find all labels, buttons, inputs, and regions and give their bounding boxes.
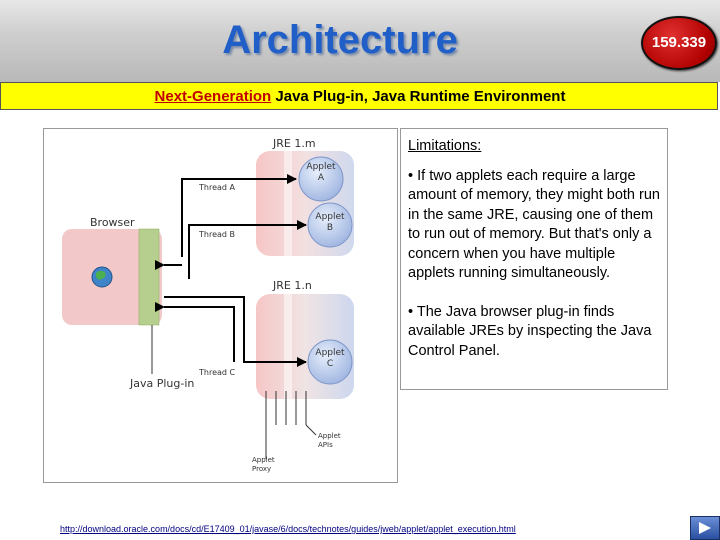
subtitle-highlight: Next-Generation: [154, 88, 272, 105]
source-link[interactable]: http://download.oracle.com/docs/cd/E1740…: [60, 524, 516, 534]
applet-c-line1: Applet: [315, 348, 345, 358]
jre-top-stripe: [284, 151, 292, 256]
jre-top-label: JRE 1.m: [272, 137, 316, 150]
applet-b-icon: [307, 202, 353, 248]
applet-proxy-line1: Applet: [252, 456, 275, 464]
next-slide-button[interactable]: [690, 516, 720, 540]
applet-b-line1: Applet: [315, 212, 345, 222]
slide-number: 159.339: [651, 34, 707, 51]
thread-b-arrow: [188, 220, 307, 279]
thread-b-label: Thread B: [198, 230, 235, 239]
architecture-diagram: JRE 1.m Applet A Applet B JRE 1.n Applet…: [43, 128, 398, 483]
thread-a-label: Thread A: [198, 183, 236, 192]
applet-apis-line1: Applet: [318, 432, 341, 440]
globe-land: [96, 270, 106, 280]
applet-c-line2: C: [327, 359, 333, 369]
applet-proxy-line2: Proxy: [252, 465, 271, 473]
plugin-strip: [138, 228, 160, 326]
limitations-bullet: • If two applets each require a large am…: [408, 167, 660, 282]
subtitle: Next-Generation Java Plug-in, Java Runti…: [0, 88, 720, 105]
jre-bottom-stripe: [284, 294, 292, 399]
browser-label: Browser: [90, 216, 135, 229]
page-title: Architecture: [222, 18, 458, 62]
thread-a-arrow: [181, 174, 297, 257]
applet-apis-line2: APIs: [318, 441, 333, 449]
header-banner: [0, 0, 720, 82]
limitations-heading: Limitations:: [408, 138, 482, 154]
thread-c-return: [155, 302, 235, 362]
applet-a-line2: A: [318, 173, 325, 183]
applet-a-icon: [298, 156, 344, 202]
apis-line-5: [305, 424, 317, 436]
thread-c-arrow: [164, 296, 307, 367]
subtitle-rest: Java Plug-in, Java Runtime Environment: [271, 88, 566, 105]
applet-a-line1: Applet: [306, 162, 336, 172]
next-arrow-icon: [699, 522, 711, 534]
limitations-panel: Limitations: • If two applets each requi…: [400, 128, 668, 390]
applet-c-icon: [307, 339, 353, 385]
limitations-bullet: • The Java browser plug-in finds availab…: [408, 303, 652, 359]
applet-b-line2: B: [327, 223, 333, 233]
plugin-label: Java Plug-in: [129, 377, 194, 390]
subtitle-bar: [0, 82, 718, 110]
diagram-svg: JRE 1.m Applet A Applet B JRE 1.n Applet…: [62, 137, 354, 473]
thread-c-label: Thread C: [198, 368, 236, 377]
slide-number-badge: 159.339: [641, 16, 717, 70]
jre-bottom-label: JRE 1.n: [272, 279, 312, 292]
